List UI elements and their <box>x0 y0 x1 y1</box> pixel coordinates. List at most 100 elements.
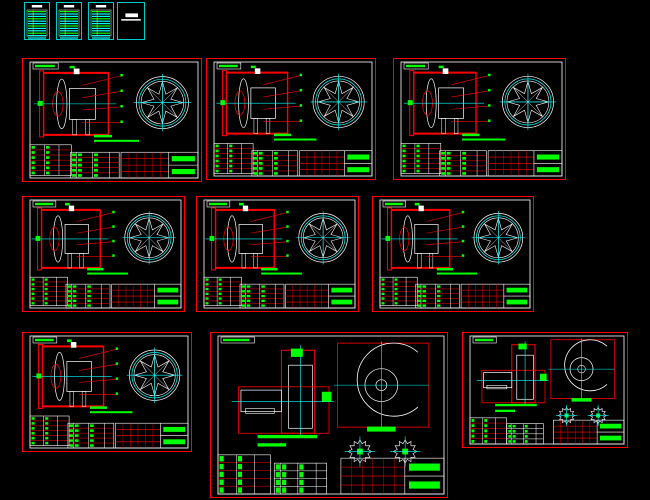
balloon-number <box>299 104 303 107</box>
table-cell-text <box>402 164 406 168</box>
blade-spoke <box>140 375 155 390</box>
table-cell-text <box>77 163 82 167</box>
drawing-sheet-1[interactable] <box>24 2 50 40</box>
title-block <box>120 151 199 179</box>
blade-spoke <box>154 375 169 390</box>
table-cell-text <box>72 163 76 167</box>
drawing-number-box <box>216 62 242 70</box>
table-cell-text <box>77 168 82 172</box>
blade-spoke <box>309 223 324 238</box>
centrifugal-fan-front-view <box>548 338 616 400</box>
table-cell-text <box>275 464 280 470</box>
motor-support <box>85 119 90 136</box>
title-block <box>115 422 189 449</box>
catalog-row <box>60 13 78 15</box>
balloon-number <box>461 225 465 228</box>
catalog-row <box>28 30 46 32</box>
dimension-label <box>414 202 420 206</box>
motor-support <box>253 253 258 269</box>
table-cell-text <box>253 151 258 155</box>
table-cell-text <box>462 156 466 160</box>
catalog-row <box>60 37 78 39</box>
drawing-sheet-8[interactable] <box>22 196 185 312</box>
table-cell-text <box>246 290 251 293</box>
table-cell-text <box>31 156 35 159</box>
table-cell-text <box>381 302 385 305</box>
leader-line <box>250 227 287 234</box>
drawing-sheet-12[interactable] <box>210 332 448 498</box>
drawing-sheet-2[interactable] <box>56 2 82 40</box>
leader-line <box>426 212 462 222</box>
motor-support <box>429 253 434 269</box>
balloon-number <box>461 210 465 214</box>
drawing-sheet-3[interactable] <box>88 2 114 40</box>
flange-view-title <box>367 426 396 432</box>
leader-line <box>451 90 489 98</box>
table-cell-text <box>422 304 426 307</box>
drawing-sheet-9[interactable] <box>196 196 359 312</box>
drawing-code-text <box>536 167 560 173</box>
table-cell-text <box>436 299 441 303</box>
blade-spoke <box>162 87 178 103</box>
table-cell-text <box>402 159 406 163</box>
table-cell-text <box>512 429 516 433</box>
catalog-row <box>92 37 110 39</box>
parameters-table <box>203 276 242 306</box>
drawing-code-text <box>331 299 353 305</box>
sheet-border <box>462 332 628 448</box>
catalog-row <box>28 25 46 27</box>
table-cell-text <box>394 278 398 281</box>
table-cell-text <box>422 285 426 288</box>
table-cell-text <box>93 163 98 167</box>
table-cell-text <box>67 294 72 298</box>
drawing-code-text <box>599 435 622 441</box>
drawing-sheet-7[interactable] <box>393 58 566 180</box>
drawing-number-box <box>32 62 59 70</box>
dimension-label <box>36 373 42 379</box>
drawing-number-box <box>206 200 231 208</box>
table-cell-text <box>241 304 246 307</box>
table-cell-text <box>90 434 94 437</box>
table-cell-text <box>261 294 265 298</box>
balloon-number <box>120 89 123 92</box>
drawing-sheet-13[interactable] <box>462 332 628 448</box>
drawing-code-text <box>347 167 370 173</box>
parameters-table <box>400 143 442 174</box>
title-block <box>553 419 625 445</box>
parameters-table <box>29 144 72 176</box>
axial-fan-side-view <box>33 65 123 138</box>
drawing-sheet-4[interactable] <box>117 2 145 40</box>
balloon-number <box>112 210 115 214</box>
table-cell-text <box>229 144 233 148</box>
blade-spoke <box>322 223 338 238</box>
drawing-sheet-5[interactable] <box>22 58 202 182</box>
table-cell-text <box>229 154 233 158</box>
leader-line <box>82 106 121 111</box>
table-cell-text <box>237 487 243 493</box>
table-cell-text <box>471 419 475 422</box>
table-cell-text <box>258 167 263 170</box>
table-cell-text <box>77 153 82 157</box>
catalog-row <box>92 32 110 34</box>
table-cell-text <box>45 436 49 440</box>
table-cell-text <box>471 439 475 443</box>
balloon-number <box>488 73 491 77</box>
table-cell-text <box>282 487 287 493</box>
drawing-number-text <box>219 64 238 68</box>
sheet-border <box>22 332 192 452</box>
parts-list-table <box>251 150 299 177</box>
drawing-sheet-6[interactable] <box>206 58 376 180</box>
drawing-sheet-11[interactable] <box>22 332 192 452</box>
table-cell-text <box>215 154 219 158</box>
catalog-row <box>60 35 78 37</box>
table-cell-text <box>416 169 420 173</box>
table-cell-text <box>484 434 488 438</box>
drawing-sheet-10[interactable] <box>372 196 534 312</box>
table-cell-text <box>446 151 451 155</box>
table-cell-text <box>237 463 243 470</box>
table-cell-text <box>87 290 91 293</box>
drawing-code-text <box>157 299 179 305</box>
table-cell-text <box>261 285 265 288</box>
table-cell-text <box>441 156 445 160</box>
